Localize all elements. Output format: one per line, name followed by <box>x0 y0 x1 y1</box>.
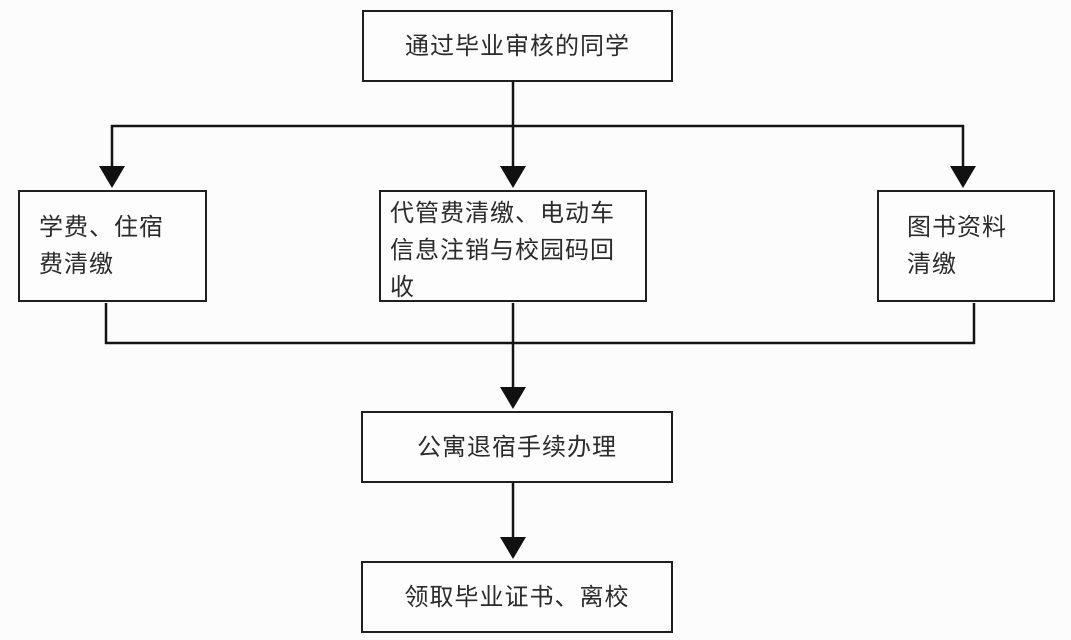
node-dorm-checkout: 公寓退宿手续办理 <box>361 411 673 483</box>
node-label-line: 图书资料 <box>907 214 1007 241</box>
arrowhead-down-icon <box>500 387 526 409</box>
node-passed-graduation-review: 通过毕业审核的同学 <box>362 10 673 82</box>
node-label-line: 通过毕业审核的同学 <box>405 32 630 60</box>
node-label-line: 清缴 <box>907 251 957 278</box>
node-library-materials: 图书资料 清缴 <box>877 190 1055 302</box>
merge-connector <box>104 303 976 390</box>
arrowhead-down-icon <box>500 166 526 188</box>
node-label-line: 信息注销与校园码回 <box>390 237 615 264</box>
arrowhead-down-icon <box>500 537 526 559</box>
node-label-line: 费清缴 <box>39 251 114 278</box>
arrowhead-down-icon <box>950 166 976 188</box>
split-connector <box>110 82 965 170</box>
node-label-line: 学费、住宿 <box>39 214 164 241</box>
node-custody-fee-ebike-campus-code: 代管费清缴、电动车 信息注销与校园码回 收 <box>379 190 647 302</box>
arrowhead-down-icon <box>99 166 125 188</box>
node-get-certificate-leave-school: 领取毕业证书、离校 <box>361 561 673 633</box>
node-label-line: 收 <box>390 274 415 301</box>
node-tuition-housing-fees: 学费、住宿 费清缴 <box>18 190 207 302</box>
node-label-line: 公寓退宿手续办理 <box>417 433 617 461</box>
node-label-line: 领取毕业证书、离校 <box>404 583 630 611</box>
node-label-line: 代管费清缴、电动车 <box>390 200 615 227</box>
